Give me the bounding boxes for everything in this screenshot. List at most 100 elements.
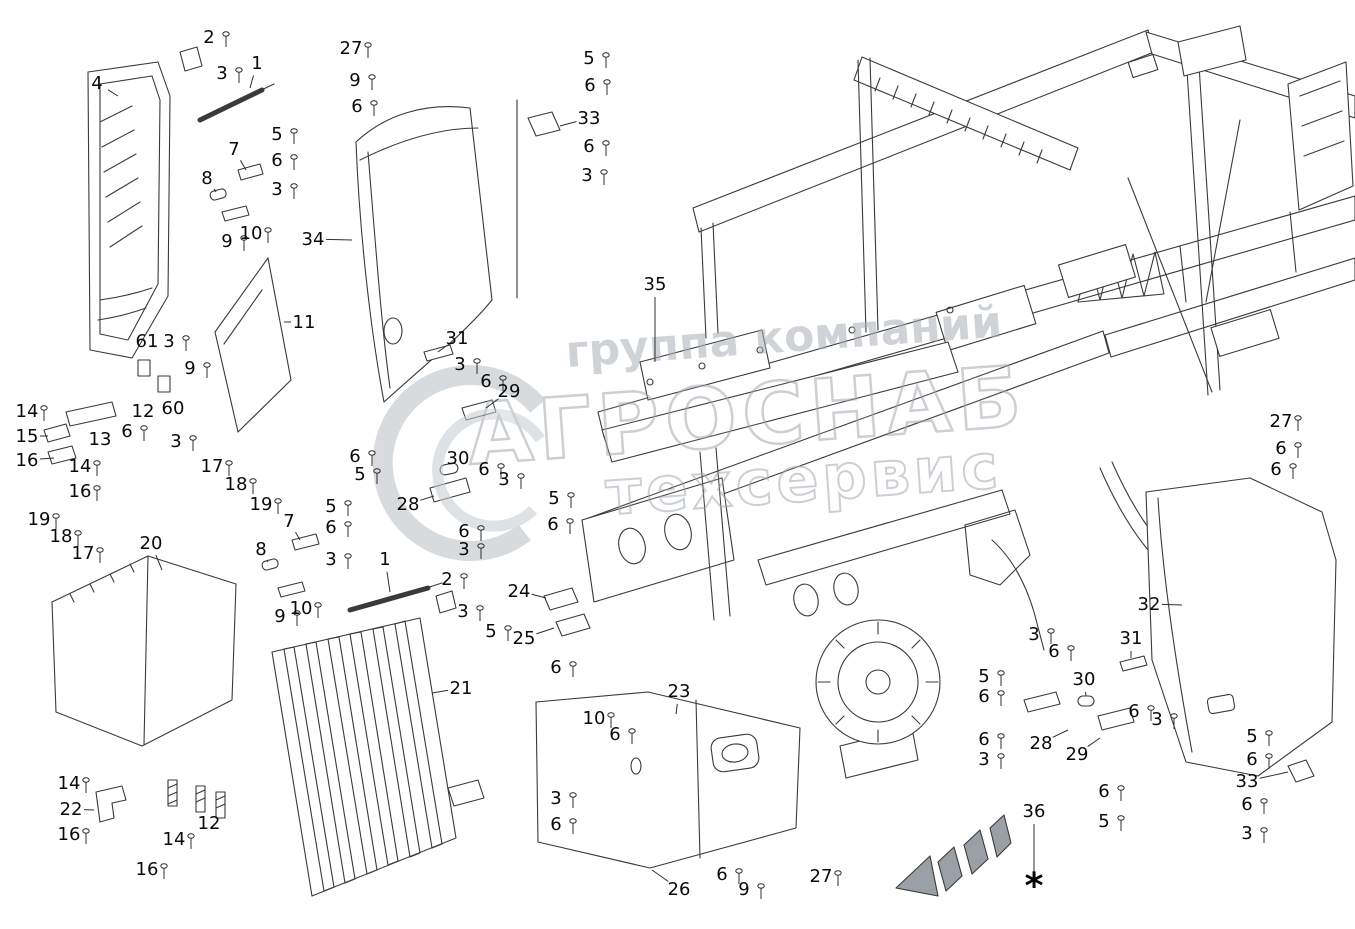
fastener-icon	[1289, 463, 1297, 479]
fastener-icon	[290, 154, 298, 170]
callout-16: 16	[16, 450, 39, 471]
fastener-icon	[1117, 785, 1125, 801]
fastener-icon	[602, 52, 610, 68]
callout-3: 3	[454, 354, 465, 375]
leader-line-28	[1052, 729, 1069, 738]
leader-line-25	[536, 627, 555, 635]
callout-25: 25	[513, 628, 536, 649]
callout-33: 33	[1236, 771, 1259, 792]
fastener-icon	[370, 100, 378, 116]
fastener-icon	[140, 425, 148, 441]
callout-3: 3	[216, 63, 227, 84]
callout-15: 15	[16, 426, 39, 447]
fastener-icon	[997, 733, 1005, 749]
callout-28: 28	[397, 494, 420, 515]
callout-6: 6	[1128, 701, 1139, 722]
fastener-icon	[628, 728, 636, 744]
callout-23: 23	[668, 681, 691, 702]
callout-5: 5	[583, 48, 594, 69]
callout-29: 29	[498, 381, 521, 402]
callout-20: 20	[140, 533, 163, 554]
leader-line-32	[1161, 603, 1183, 606]
callout-32: 32	[1138, 594, 1161, 615]
fastener-icon	[569, 792, 577, 808]
fastener-icon	[1047, 628, 1055, 644]
callout-5: 5	[1098, 811, 1109, 832]
leader-line-20	[155, 554, 163, 571]
callout-27: 27	[810, 866, 833, 887]
chassis-frame	[581, 25, 1355, 779]
fastener-icon	[52, 513, 60, 529]
callout-8: 8	[201, 168, 212, 189]
callout-6: 6	[584, 75, 595, 96]
fastener-icon	[203, 362, 211, 378]
leader-line-26	[651, 869, 669, 882]
fastener-icon	[1260, 798, 1268, 814]
callout-30: 30	[1073, 669, 1096, 690]
callout-12: 12	[198, 813, 221, 834]
fastener-icon	[264, 227, 272, 243]
leader-line-31	[437, 345, 447, 353]
callout-16: 16	[58, 824, 81, 845]
callout-1: 1	[379, 549, 390, 570]
fastener-icon	[344, 553, 352, 569]
side-panel-part-4	[87, 61, 171, 359]
fastener-icon	[314, 602, 322, 618]
callout-6: 6	[458, 521, 469, 542]
fastener-icon	[373, 468, 381, 484]
callout-33: 33	[578, 108, 601, 129]
leader-line-1	[386, 571, 391, 593]
fastener-icon	[225, 460, 233, 476]
callout-6: 6	[1048, 641, 1059, 662]
callout-9: 9	[349, 70, 360, 91]
callout-11: 11	[293, 312, 316, 333]
fastener-icon	[368, 450, 376, 466]
fastener-icon	[834, 870, 842, 886]
callout-2: 2	[203, 27, 214, 48]
callout-14: 14	[16, 401, 39, 422]
fastener-icon	[187, 833, 195, 849]
fastener-icon	[364, 42, 372, 58]
callout-18: 18	[50, 526, 73, 547]
fastener-icon	[93, 460, 101, 476]
fastener-icon	[1147, 705, 1155, 721]
callout-5: 5	[354, 464, 365, 485]
leader-line-7	[295, 532, 301, 541]
callout-6: 6	[1270, 459, 1281, 480]
fastener-icon	[569, 818, 577, 834]
callout-6: 6	[1241, 794, 1252, 815]
fastener-icon	[274, 498, 282, 514]
fastener-icon	[1265, 753, 1273, 769]
leader-line-34	[325, 238, 353, 241]
callout-3: 3	[163, 331, 174, 352]
fastener-icon	[517, 473, 525, 489]
callout-6: 6	[271, 150, 282, 171]
callout-10: 10	[290, 598, 313, 619]
fastener-icon	[1294, 442, 1302, 458]
callout-30: 30	[447, 448, 470, 469]
fastener-icon	[997, 690, 1005, 706]
callout-3: 3	[457, 601, 468, 622]
callout-3: 3	[458, 539, 469, 560]
fastener-icon	[473, 358, 481, 374]
fastener-icon	[1170, 713, 1178, 729]
fastener-icon	[74, 530, 82, 546]
fastener-icon	[368, 74, 376, 90]
fastener-icon	[497, 463, 505, 479]
callout-14: 14	[163, 829, 186, 850]
fastener-icon	[82, 828, 90, 844]
callout-8: 8	[255, 539, 266, 560]
callout-6: 6	[478, 459, 489, 480]
leader-line-16	[39, 457, 55, 460]
fastener-icon	[96, 547, 104, 563]
fastener-icon	[82, 777, 90, 793]
callout-18: 18	[225, 474, 248, 495]
callout-3: 3	[170, 431, 181, 452]
fastener-icon	[566, 518, 574, 534]
fastener-icon	[476, 605, 484, 621]
leader-line-8	[266, 560, 269, 563]
fastener-icon	[499, 375, 507, 391]
callout-6: 6	[550, 657, 561, 678]
callout-5: 5	[485, 621, 496, 642]
